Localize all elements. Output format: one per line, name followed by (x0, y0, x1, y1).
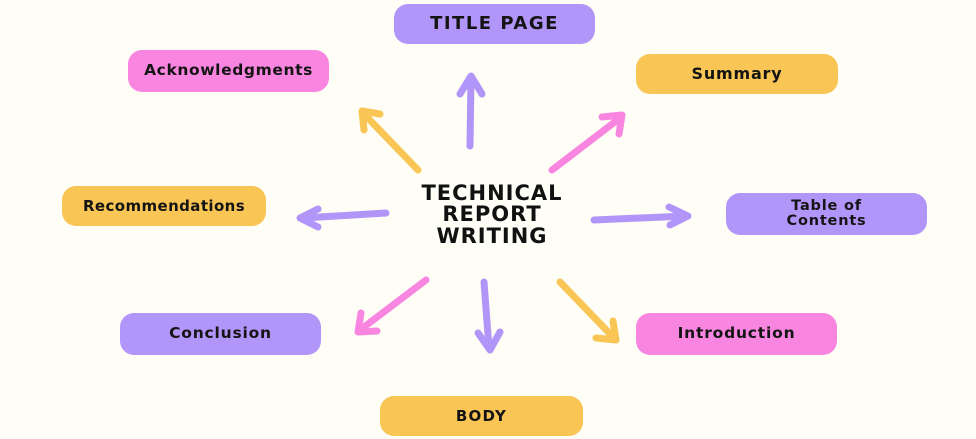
node-table-of-contents-line-1: Table of (791, 197, 862, 214)
arrow-to-body (474, 278, 504, 354)
node-table-of-contents: Table of Contents (726, 193, 927, 235)
node-body-label: BODY (455, 406, 508, 425)
arrow-to-recommendations (296, 205, 390, 231)
node-introduction: Introduction (636, 313, 837, 355)
arrow-to-conclusion (354, 276, 430, 336)
node-acknowledgments: Acknowledgments (128, 50, 329, 92)
arrow-to-table-of-contents (590, 203, 692, 229)
center-topic-line-1: TECHNICAL (421, 180, 563, 205)
center-topic-line-3: WRITING (436, 223, 548, 248)
node-table-of-contents-line-2: Contents (786, 213, 867, 229)
center-topic: TECHNICAL REPORT WRITING (392, 178, 592, 252)
node-conclusion: Conclusion (120, 313, 321, 355)
node-acknowledgments-label: Acknowledgments (144, 61, 313, 80)
node-recommendations-label: Recommendations (82, 196, 246, 215)
node-introduction-label: Introduction (677, 324, 796, 343)
arrow-to-acknowledgments (358, 107, 422, 174)
arrow-to-summary (548, 111, 626, 174)
node-conclusion-label: Conclusion (169, 324, 272, 343)
node-recommendations: Recommendations (62, 186, 266, 226)
center-topic-line-2: REPORT (442, 202, 542, 227)
node-body: BODY (380, 396, 583, 436)
node-title-page-label: TITLE PAGE (430, 13, 559, 34)
node-summary-label: Summary (691, 64, 783, 83)
node-summary: Summary (636, 54, 838, 94)
node-title-page: TITLE PAGE (394, 4, 595, 44)
arrow-to-introduction (556, 278, 620, 344)
arrow-to-title-page (456, 72, 486, 150)
